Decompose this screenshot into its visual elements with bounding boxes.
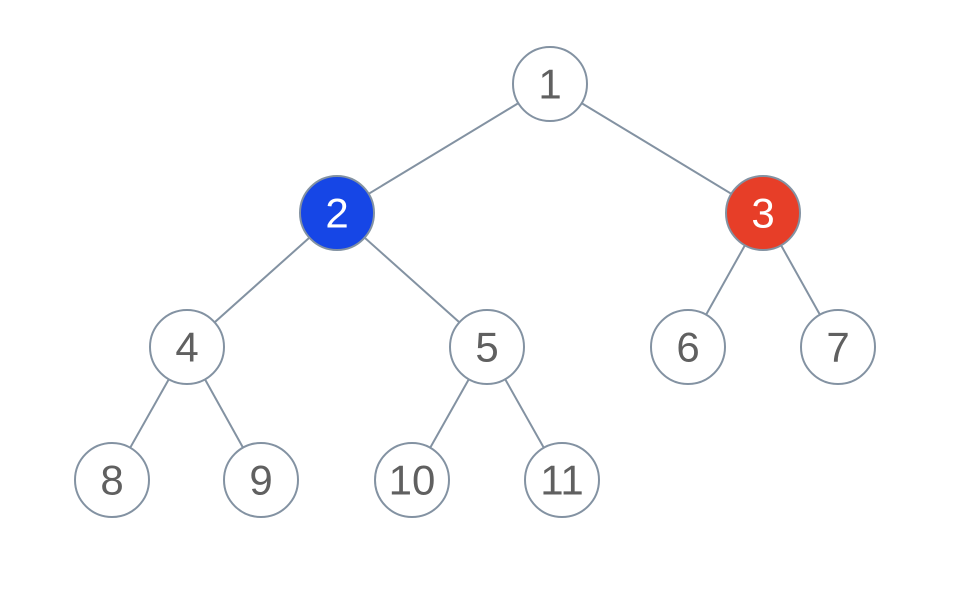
tree-edge-1-3 — [549, 83, 764, 214]
tree-node-circle-6 — [650, 309, 726, 385]
tree-node-circle-8 — [74, 442, 150, 518]
tree-node-label-10: 10 — [389, 457, 436, 504]
tree-node-9[interactable]: 9 — [223, 442, 299, 518]
tree-node-circle-10 — [374, 442, 450, 518]
tree-node-5[interactable]: 5 — [449, 309, 525, 385]
tree-node-circle-3 — [725, 175, 801, 251]
tree-node-circle-4 — [149, 309, 225, 385]
tree-node-label-6: 6 — [676, 324, 699, 371]
tree-node-circle-11 — [524, 442, 600, 518]
tree-edge-1-2 — [336, 83, 551, 214]
tree-node-label-2: 2 — [325, 190, 348, 237]
tree-node-11[interactable]: 11 — [524, 442, 600, 518]
tree-node-circle-5 — [449, 309, 525, 385]
tree-nodes-layer: 1 2 3 4 5 6 7 8 9 10 11 — [74, 46, 876, 518]
tree-node-8[interactable]: 8 — [74, 442, 150, 518]
tree-node-label-5: 5 — [475, 324, 498, 371]
tree-node-circle-1 — [512, 46, 588, 122]
tree-node-label-3: 3 — [751, 190, 774, 237]
tree-node-3[interactable]: 3 — [725, 175, 801, 251]
tree-node-circle-9 — [223, 442, 299, 518]
tree-node-6[interactable]: 6 — [650, 309, 726, 385]
tree-node-circle-7 — [800, 309, 876, 385]
tree-node-10[interactable]: 10 — [374, 442, 450, 518]
tree-node-1[interactable]: 1 — [512, 46, 588, 122]
tree-node-label-7: 7 — [826, 324, 849, 371]
tree-node-label-1: 1 — [538, 61, 561, 108]
tree-node-label-9: 9 — [249, 457, 272, 504]
tree-node-label-11: 11 — [540, 457, 584, 504]
tree-node-2[interactable]: 2 — [299, 175, 375, 251]
tree-node-7[interactable]: 7 — [800, 309, 876, 385]
tree-edges-layer — [111, 83, 839, 481]
tree-node-label-4: 4 — [175, 324, 198, 371]
tree-node-4[interactable]: 4 — [149, 309, 225, 385]
tree-node-label-8: 8 — [100, 457, 123, 504]
tree-node-circle-2 — [299, 175, 375, 251]
